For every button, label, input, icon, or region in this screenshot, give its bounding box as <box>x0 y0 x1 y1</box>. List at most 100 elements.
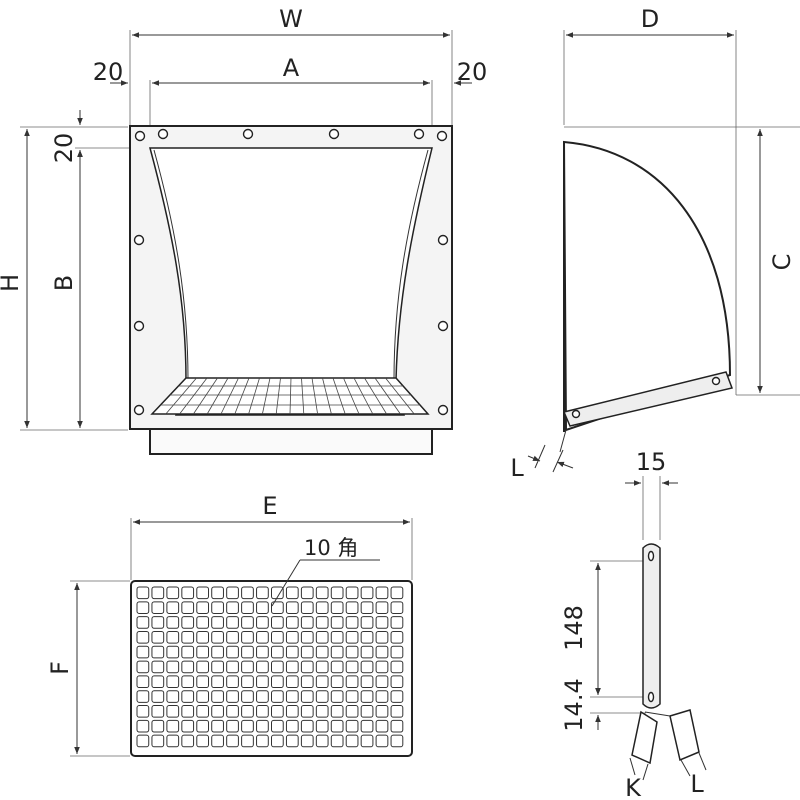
mesh-opening <box>256 586 269 600</box>
leg-k-label: K <box>625 774 642 800</box>
bracket-label: L <box>510 454 524 482</box>
mesh-opening <box>271 586 284 600</box>
side-bracket <box>562 371 734 427</box>
mesh-opening <box>330 734 344 748</box>
mesh-opening <box>151 586 165 600</box>
mesh-opening <box>345 630 359 644</box>
mesh-opening <box>136 645 150 659</box>
mesh-opening <box>300 675 314 689</box>
hood-side-profile <box>562 140 732 432</box>
mesh-opening <box>390 616 404 629</box>
inner-width-label: A <box>283 54 300 82</box>
mesh-opening <box>241 645 254 659</box>
hood-bottom-lip <box>149 428 433 455</box>
mesh-view: E F 10 角 <box>46 492 413 757</box>
mesh-opening <box>300 660 314 674</box>
mesh-opening <box>271 630 284 644</box>
mesh-opening <box>345 734 359 748</box>
mesh-opening <box>166 616 180 629</box>
mesh-opening <box>345 705 359 718</box>
mesh-opening <box>285 719 299 733</box>
mesh-opening <box>181 719 195 733</box>
mesh-opening <box>271 705 284 718</box>
mesh-opening <box>300 690 314 703</box>
mesh-opening <box>256 675 269 689</box>
mesh-opening <box>166 601 180 614</box>
mesh-opening <box>285 601 299 614</box>
mesh-opening <box>300 616 314 629</box>
mesh-opening <box>211 630 224 644</box>
top-margin-label: 20 <box>50 133 78 164</box>
mesh-opening <box>330 719 344 733</box>
mesh-opening <box>271 719 284 733</box>
mesh-opening <box>315 586 329 600</box>
mesh-opening <box>226 601 239 614</box>
mesh-opening <box>136 690 150 703</box>
mesh-opening <box>360 734 374 748</box>
hood-opening <box>149 147 433 416</box>
mesh-opening <box>285 660 299 674</box>
mesh-opening <box>241 719 254 733</box>
mesh-opening <box>196 601 210 614</box>
mesh-opening <box>256 705 269 718</box>
bolt-hole <box>133 320 145 332</box>
mesh-opening <box>241 660 254 674</box>
mesh-opening <box>226 645 239 659</box>
mesh-opening <box>375 601 389 614</box>
mesh-opening <box>166 660 180 674</box>
mesh-opening <box>345 719 359 733</box>
mesh-opening <box>375 586 389 600</box>
mesh-opening <box>136 705 150 718</box>
mesh-opening <box>181 586 195 600</box>
mesh-opening <box>241 734 254 748</box>
mesh-opening <box>330 660 344 674</box>
mesh-opening <box>315 690 329 703</box>
mesh-opening <box>330 705 344 718</box>
mesh-opening <box>390 734 404 748</box>
mesh-opening <box>196 616 210 629</box>
bracket-bar <box>642 543 661 709</box>
mesh-opening <box>241 705 254 718</box>
mesh-opening <box>360 630 374 644</box>
mesh-opening <box>211 719 224 733</box>
mesh-opening <box>256 645 269 659</box>
side-height-label: C <box>768 254 796 271</box>
mesh-opening <box>181 690 195 703</box>
leg-l-label: L <box>690 770 704 798</box>
mesh-opening <box>196 586 210 600</box>
mesh-opening <box>256 660 269 674</box>
mesh-opening <box>211 660 224 674</box>
mesh-opening <box>300 645 314 659</box>
bolt-hole <box>157 128 169 140</box>
mesh-opening <box>151 601 165 614</box>
mesh-opening <box>211 690 224 703</box>
mesh-opening <box>330 645 344 659</box>
bracket-width-label: 15 <box>636 448 667 476</box>
mesh-opening <box>256 734 269 748</box>
mesh-opening <box>315 734 329 748</box>
mesh-opening <box>241 586 254 600</box>
mesh-opening <box>330 586 344 600</box>
mesh-opening <box>375 660 389 674</box>
mesh-opening <box>315 719 329 733</box>
mesh-opening <box>360 660 374 674</box>
mesh-opening <box>285 586 299 600</box>
mesh-opening <box>390 719 404 733</box>
right-margin-label: 20 <box>457 58 488 86</box>
mesh-opening <box>226 616 239 629</box>
mesh-opening <box>181 675 195 689</box>
mesh-opening <box>330 616 344 629</box>
mesh-opening <box>241 630 254 644</box>
mesh-opening <box>315 645 329 659</box>
mesh-opening <box>360 645 374 659</box>
mesh-opening <box>256 616 269 629</box>
mesh-opening <box>390 601 404 614</box>
mesh-opening <box>181 601 195 614</box>
mesh-opening <box>360 690 374 703</box>
mesh-opening <box>181 616 195 629</box>
hole-pitch-label: 148 <box>560 605 588 651</box>
mesh-opening <box>256 719 269 733</box>
mesh-opening <box>300 601 314 614</box>
mesh-opening <box>330 690 344 703</box>
